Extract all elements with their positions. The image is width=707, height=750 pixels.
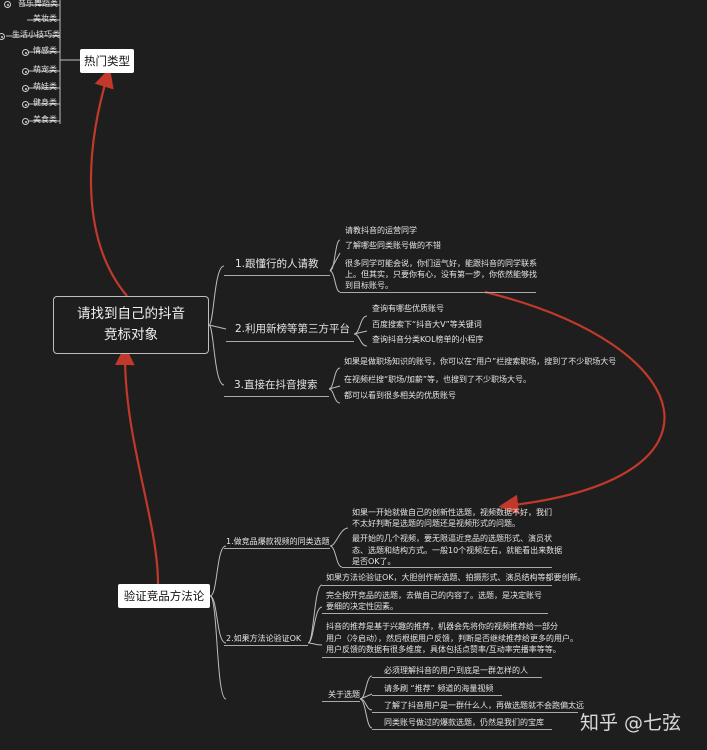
verify-b2-item: 用户（冷启动），然后根据用户反馈，判断是否继续推荐给更多的用户。 [326,634,578,643]
category-item: 萌娃类 [33,82,57,91]
underline [224,548,330,549]
verify-note1-line: 如果一开始就做自己的创新性选题，视频数据不好，我们 [352,508,552,517]
verify-note2-line: 是否OK了。 [352,557,396,566]
watermark: 知乎 @七弦 [580,712,682,734]
method1-item: 很多同学可能会说，你们运气好，能跟抖音的同学联系 [345,259,537,268]
bullet-icon [22,49,29,56]
arrow-to-hot-types [89,67,128,297]
root-to-method3 [208,324,225,386]
underline [372,712,578,713]
root-line-1: 请找到自己的抖音 [77,306,185,323]
method1-item: 到目标账号。 [345,281,393,290]
method2-item: 查询抖音分类KOL榜单的小程序 [372,335,484,344]
verify-node[interactable]: 验证竞品方法论 [118,584,210,608]
verify-branch1-label[interactable]: 1.做竞品爆款视频的同类选题 [226,537,330,546]
about-item: 必须理解抖音的用户到底是一群怎样的人 [384,666,528,675]
underline [340,292,536,293]
verify-note2-line: 最开始的几个视频，要无限逼近竞品的选题形式、演员状 [352,534,552,543]
method1-item: 上。但其实，只要你有心，没有第一步，你依然能够找 [345,270,537,279]
arrow-to-root [114,345,160,585]
category-life-tips: 生活小技巧类 [12,30,60,39]
arrow-to-verify-note [484,290,666,515]
method3-item: 在视频栏搜“职场/加薪”等，也搜到了不少职场大号。 [344,375,531,384]
method1-title[interactable]: 1.跟懂行的人请教 [235,258,319,270]
about-item: 了解了抖音用户是一群什么人，再做选题就不会跑偏太远 [384,701,584,710]
verify-note2-line: 态、选题和结构方式。一般10个视频左右，就能看出来数据 [352,546,563,555]
verify-b2-item: 用户反馈的数据有很多维度，具体包括点赞率/互动率完播率等等。 [326,645,561,654]
underline [224,645,308,646]
underline [224,396,329,397]
hot-types-node[interactable]: 热门类型 [80,49,134,73]
category-music-dance: 音乐舞蹈类 [18,0,58,8]
root-to-method2 [208,324,227,330]
verify-b2-item: 完全按开竞品的选题，去做自己的内容了。选题，是决定账号 [326,591,542,600]
category-item: 萌宠类 [33,65,57,74]
method2-item: 百度搜索下“抖音大V”等关键词 [372,320,482,329]
method3-title[interactable]: 3.直接在抖音搜索 [234,379,318,391]
underline [322,657,552,658]
root-line-2: 竞标对象 [104,327,158,343]
bullet-icon [22,101,29,108]
underline [372,695,502,696]
underline [372,677,542,678]
underline [322,585,552,586]
bullet-icon [0,33,5,40]
bullet-icon [4,1,11,8]
bullet-icon [22,118,29,125]
method1-item: 请教抖音的运营同学 [345,226,417,235]
verify-branch2-label[interactable]: 2.如果方法论验证OK [226,634,302,643]
underline [342,567,552,568]
category-item: 情感类 [33,46,57,55]
method1-item: 了解哪些同类账号做的不错 [345,241,441,250]
underline [322,701,360,702]
category-beauty: 美妆类 [33,14,57,23]
method3-item: 如果是做职场知识的账号，你可以在“用户”栏搜索职场，搜到了不少职场大号 [344,357,617,366]
about-item: 请多刷 “推荐” 频道的海量视频 [384,684,494,693]
verify-connectors [209,527,373,729]
method-connectors [208,239,368,404]
category-item: 健身类 [33,98,57,107]
category-connectors [6,0,80,124]
underline [372,729,552,730]
method3-item: 都可以看到很多相关的优质账号 [344,391,456,400]
about-item: 同类账号做过的爆款选题，仍然是我们的宝库 [384,718,544,727]
bullet-icon [22,85,29,92]
verify-about-label[interactable]: 关于选题 [328,690,360,699]
root-node[interactable]: 请找到自己的抖音 竞标对象 [53,296,209,354]
method2-title[interactable]: 2.利用新榜等第三方平台 [235,323,351,335]
root-to-method1 [208,265,225,326]
underline [322,613,548,614]
verify-b2-item: 要细的决定性因素。 [326,602,398,611]
bullet-icon [22,68,29,75]
verify-b2-item: 如果方法论验证OK，大胆创作新选题、拍摄形式、演员结构等都要创新。 [326,573,586,582]
category-item: 美食类 [33,115,57,124]
underline [226,341,354,342]
verify-note1-line: 不太好判断是选题的问题还是视频形式的问题。 [352,519,520,528]
underline [224,275,330,276]
verify-b2-item: 抖音的推荐是基于兴趣的推荐，机器会先将你的视频推荐给一部分 [326,622,558,631]
method2-item: 查询有哪些优质账号 [372,304,444,313]
